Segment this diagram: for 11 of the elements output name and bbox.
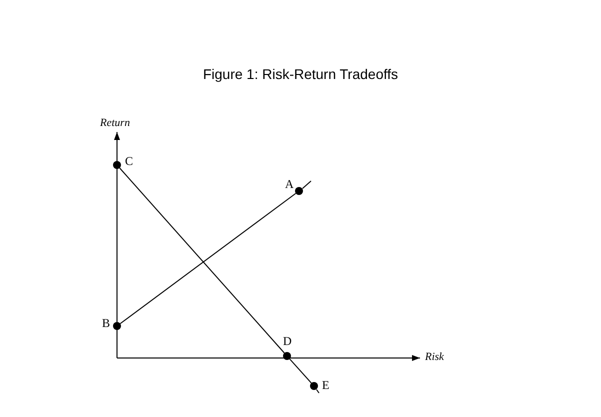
point-label: A <box>285 177 294 191</box>
connector-line <box>289 358 312 384</box>
figure-title: Figure 1: Risk-Return Tradeoffs <box>202 66 400 82</box>
point-label: D <box>283 334 292 348</box>
connector-line <box>120 192 296 324</box>
point-label: E <box>322 378 330 392</box>
connector-line <box>119 168 285 354</box>
axis-label: Return <box>100 117 130 129</box>
axis-label: Risk <box>425 351 444 363</box>
point-label: B <box>102 316 110 330</box>
point-label: C <box>125 154 134 168</box>
